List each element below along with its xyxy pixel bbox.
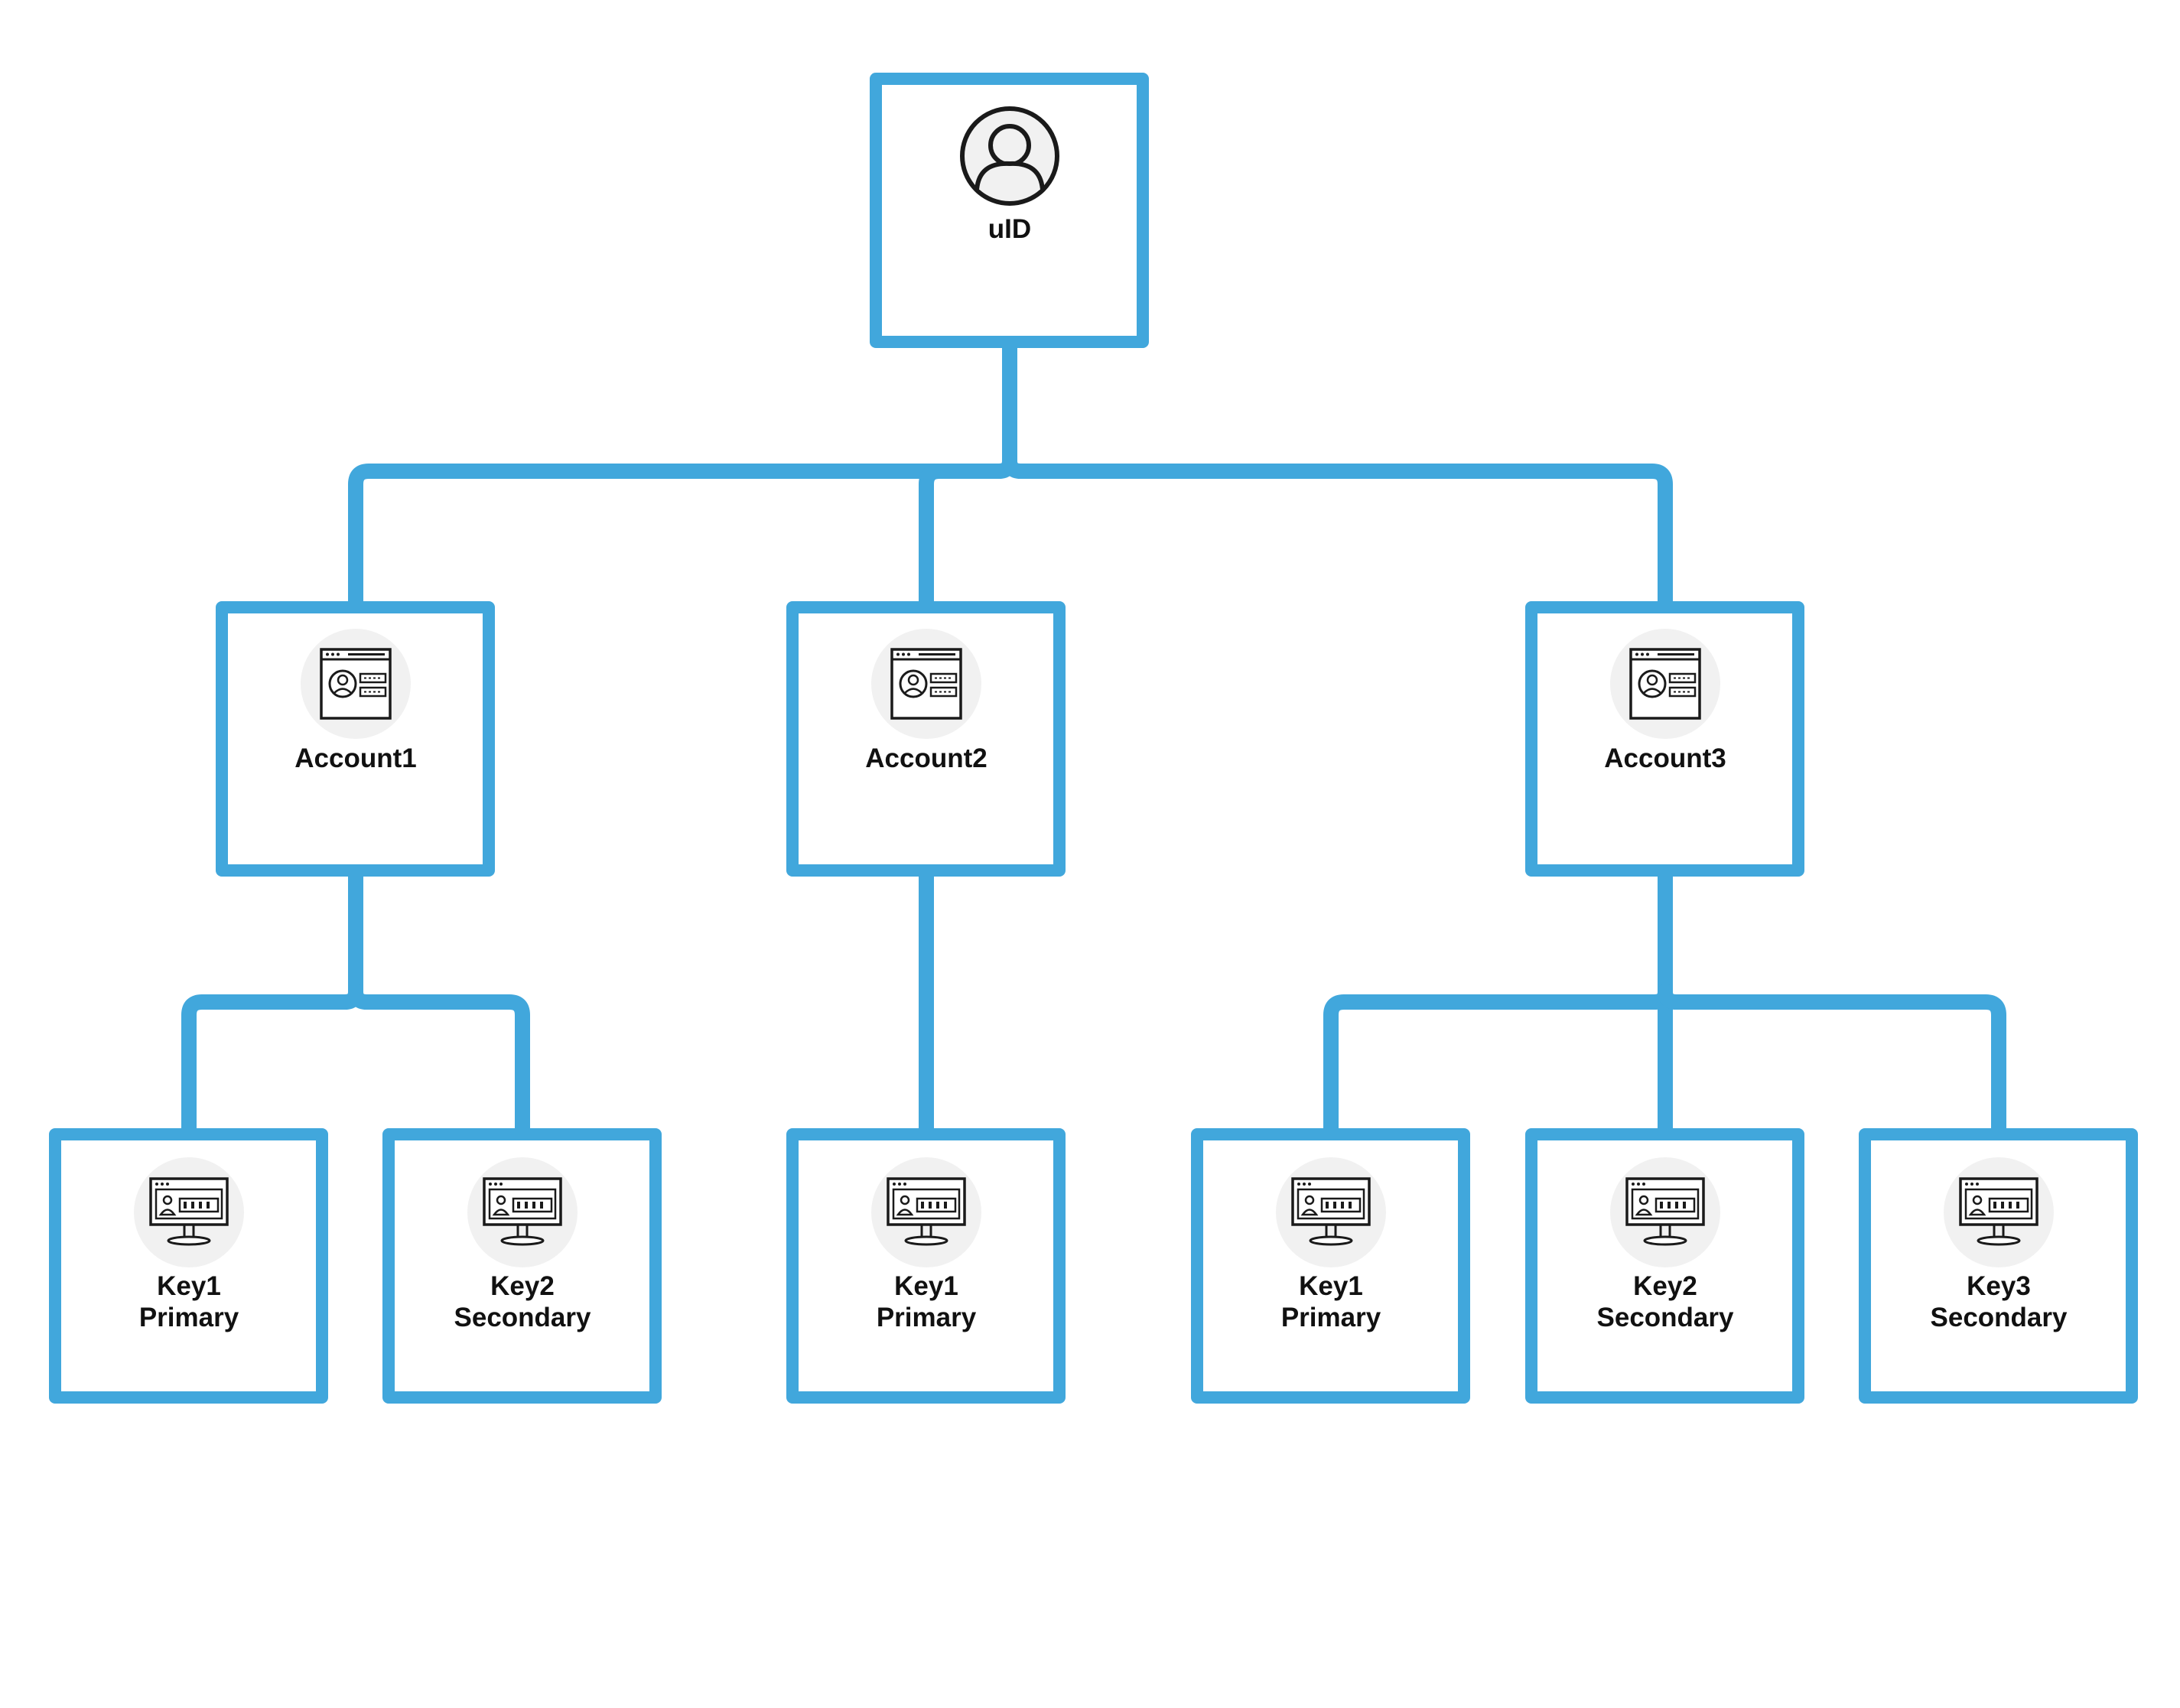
node-account1-key2-label-line2: Secondary [454,1303,591,1332]
monitor-key-icon [870,1156,983,1269]
monitor-key-icon [1942,1156,2055,1269]
node-account1-label-line1: Account1 [294,743,416,773]
connector-root-account2 [919,464,1007,613]
node-account3-label-line1: Account3 [1604,743,1726,773]
user-avatar-icon [962,109,1057,203]
connector-root-account1 [348,464,1007,613]
node-account2-key1-label-line1: Key1 [894,1271,958,1301]
node-account2-label: Account2 [865,743,987,773]
node-root[interactable]: uID [870,73,1149,348]
connector-root-trunk [991,334,1017,479]
node-account2-label-line1: Account2 [865,743,987,773]
node-root-label-line1: uID [988,214,1031,244]
monitor-key-icon [132,1156,246,1269]
account-profile-window-icon [299,627,412,740]
node-account3-key2-label-line1: Key2 [1633,1271,1697,1301]
node-account3-key2-label-line2: Secondary [1597,1303,1734,1332]
node-account2[interactable]: Account2 [786,601,1066,877]
connector-root-account3 [1002,453,1673,613]
monitor-key-icon [466,1156,579,1269]
node-account1-label: Account1 [294,743,416,773]
connector-account1-key1 [181,994,353,1140]
connector-account3-key1 [1323,994,1662,1140]
account-profile-window-icon [870,627,983,740]
node-account1-key1-label-line2: Primary [139,1303,239,1332]
node-account1-key1-label-line1: Key1 [157,1271,221,1301]
node-account1-key2-label-line1: Key2 [490,1271,555,1301]
connectors [181,334,2006,1140]
monitor-key-icon [1274,1156,1388,1269]
account-profile-window-icon [1609,627,1722,740]
node-account3-label: Account3 [1604,743,1726,773]
node-account3-key3-label-line2: Secondary [1931,1303,2068,1332]
node-account2-key1-label-line2: Primary [877,1303,977,1332]
node-account3[interactable]: Account3 [1525,601,1804,877]
connector-account1-key2 [348,984,530,1140]
node-account3-key3-label-line1: Key3 [1967,1271,2031,1301]
node-account1[interactable]: Account1 [216,601,495,877]
node-root-label: uID [988,214,1031,244]
node-account3-key1-label-line1: Key1 [1299,1271,1363,1301]
node-account3-key1-label-line2: Primary [1281,1303,1381,1332]
connector-account3-key3 [1658,984,2006,1140]
connector-account3-trunk [1647,863,1673,1010]
connector-account1-trunk [337,863,363,1010]
monitor-key-icon [1609,1156,1722,1269]
